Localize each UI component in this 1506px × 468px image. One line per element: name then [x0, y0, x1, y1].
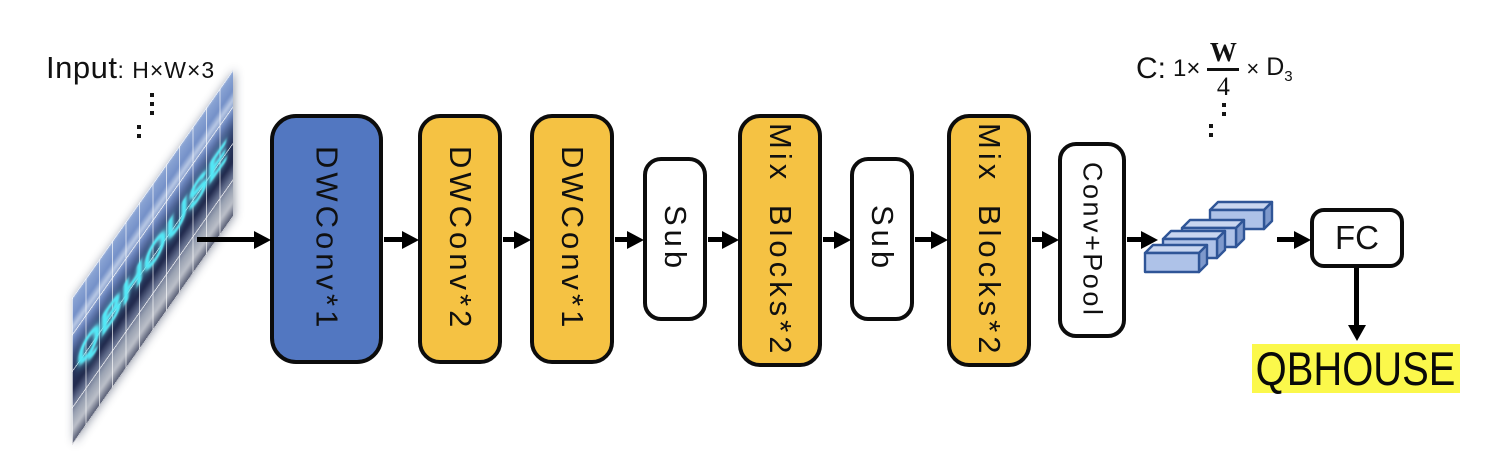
- arrow-to-fc: [1277, 237, 1295, 242]
- feature-maps-icon: [1143, 200, 1274, 274]
- fc-label: FC: [1335, 219, 1379, 256]
- block-conv-pool: Conv+Pool: [1058, 142, 1126, 338]
- output-text: QBHOUSE: [1256, 342, 1456, 395]
- block-sub-2: Sub: [850, 157, 914, 321]
- output-highlight: QBHOUSE: [1252, 342, 1460, 395]
- feature-shape-prefix: C:: [1136, 52, 1166, 86]
- block-dwconv2: DWConv*2: [418, 114, 502, 364]
- feature-shape-fraction: W 4: [1207, 37, 1240, 102]
- fraction-denominator: 4: [1216, 72, 1230, 102]
- arrow-to-features: [1127, 237, 1142, 242]
- arrow-2: [503, 237, 515, 242]
- input-label-dims: : H×W×3: [117, 57, 216, 83]
- block-label: DWConv*1: [555, 146, 590, 332]
- feature-shape-label: C: 1× W 4 × D3: [1136, 38, 1293, 101]
- arrow-7: [1032, 237, 1043, 242]
- input-label: Input: H×W×3: [46, 50, 215, 86]
- block-label: Mix Blocks*2: [972, 123, 1007, 358]
- block-label: Conv+Pool: [1077, 162, 1108, 318]
- block-sub-1: Sub: [643, 157, 707, 321]
- input-image-text: QBHOUSE: [77, 130, 228, 379]
- input-label-title: Input: [46, 50, 118, 85]
- block-label: Sub: [658, 205, 693, 273]
- arrow-fc-to-output: [1354, 268, 1359, 326]
- arrow-3: [615, 237, 628, 242]
- feature-shape-times: ×: [1246, 56, 1260, 82]
- block-label: DWConv*1: [309, 146, 345, 332]
- block-label: DWConv*2: [443, 146, 478, 332]
- feature-shape-one: 1×: [1173, 55, 1201, 83]
- block-fc: FC: [1310, 208, 1404, 268]
- block-mix-blocks-1: Mix Blocks*2: [738, 114, 822, 367]
- feature-shape-dim-subscript: 3: [1284, 68, 1293, 86]
- arrow-6: [915, 237, 932, 242]
- input-image: QBHOUSE: [72, 69, 233, 446]
- fraction-bar: [1207, 68, 1240, 72]
- fraction-numerator: W: [1209, 37, 1237, 67]
- arrow-input-to-dwconv: [197, 237, 255, 242]
- block-label: Mix Blocks*2: [763, 123, 798, 358]
- block-dwconv1-stem: DWConv*1: [270, 114, 383, 364]
- feature-shape-dim: D3: [1266, 53, 1293, 86]
- block-label: Sub: [865, 205, 900, 273]
- arrow-1: [384, 237, 403, 242]
- block-dwconv1: DWConv*1: [530, 114, 614, 364]
- block-mix-blocks-2: Mix Blocks*2: [947, 114, 1031, 367]
- arrow-4: [708, 237, 723, 242]
- arrow-5: [823, 237, 835, 242]
